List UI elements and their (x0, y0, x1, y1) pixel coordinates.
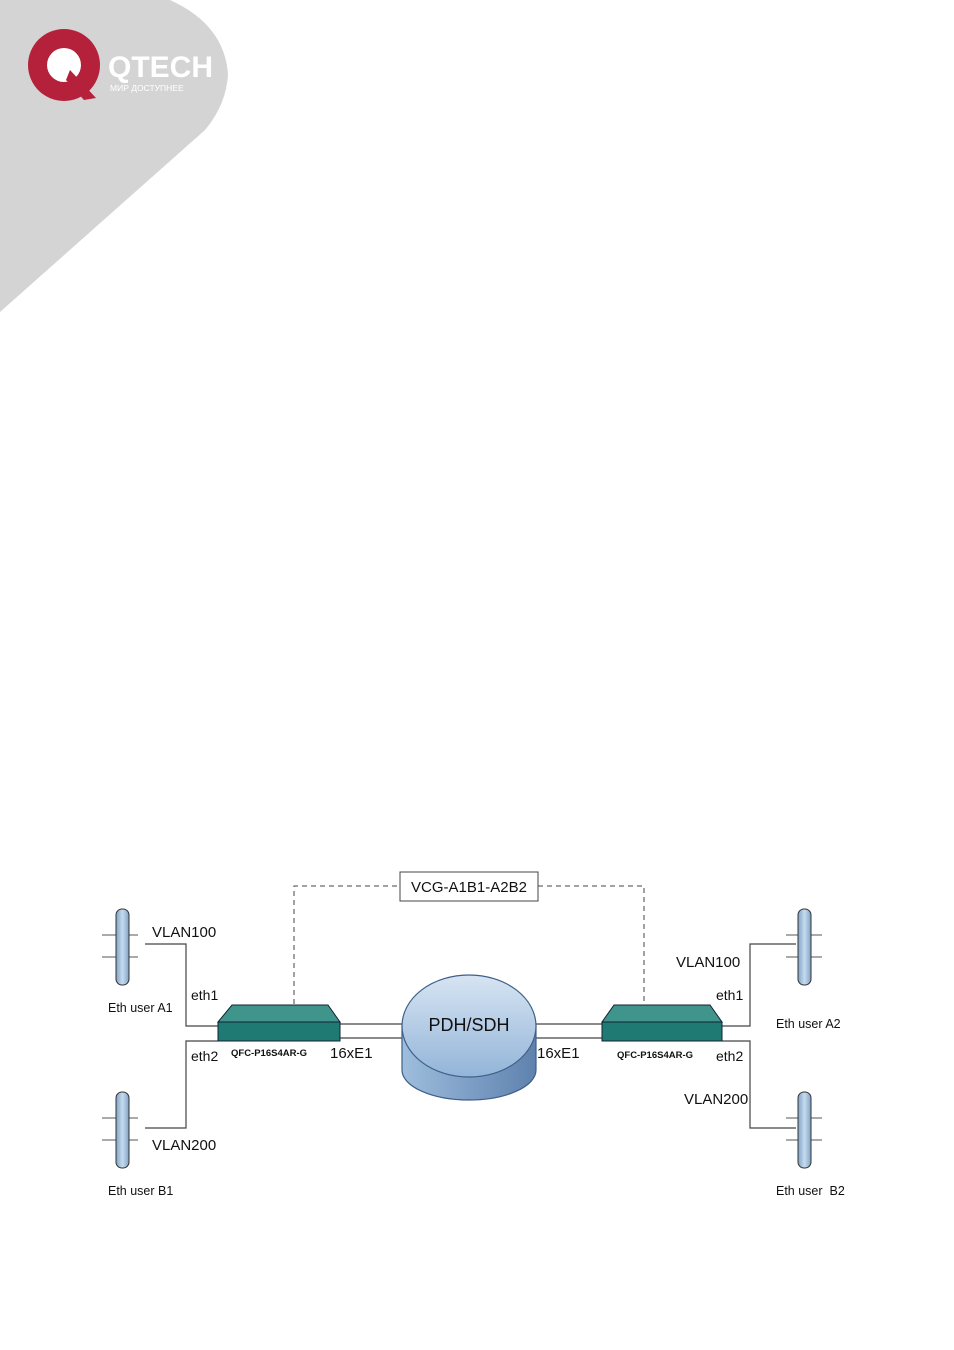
user-b1-pole (102, 1092, 138, 1168)
user-b1-label: Eth user B1 (108, 1184, 173, 1198)
user-a2-pole (786, 909, 822, 985)
eth2-left-label: eth2 (191, 1048, 218, 1064)
pdh-sdh-network-icon (402, 975, 536, 1100)
right-device-icon (602, 1005, 722, 1041)
vlan-a2-label: VLAN100 (676, 954, 740, 971)
network-label: PDH/SDH (428, 1015, 509, 1035)
user-a1-label: Eth user A1 (108, 1001, 173, 1015)
vlan-b2-label: VLAN200 (684, 1091, 748, 1108)
vlan-b1-label: VLAN200 (152, 1137, 216, 1154)
right-uplink-label: 16xE1 (537, 1045, 580, 1062)
eth1-left-label: eth1 (191, 987, 218, 1003)
vlan-a1-label: VLAN100 (152, 924, 216, 941)
user-b2-pole (786, 1092, 822, 1168)
vcg-label: VCG-A1B1-A2B2 (411, 879, 527, 896)
eth2-right-label: eth2 (716, 1048, 743, 1064)
eth1-right-label: eth1 (716, 987, 743, 1003)
right-device-model: QFC-P16S4AR-G (617, 1050, 693, 1061)
user-a2-label: Eth user A2 (776, 1017, 841, 1031)
left-device-icon (218, 1005, 340, 1041)
left-uplink-label: 16xE1 (330, 1045, 373, 1062)
left-device-model: QFC-P16S4AR-G (231, 1048, 307, 1059)
user-a1-pole (102, 909, 138, 985)
user-b2-label: Eth user B2 (776, 1184, 845, 1198)
